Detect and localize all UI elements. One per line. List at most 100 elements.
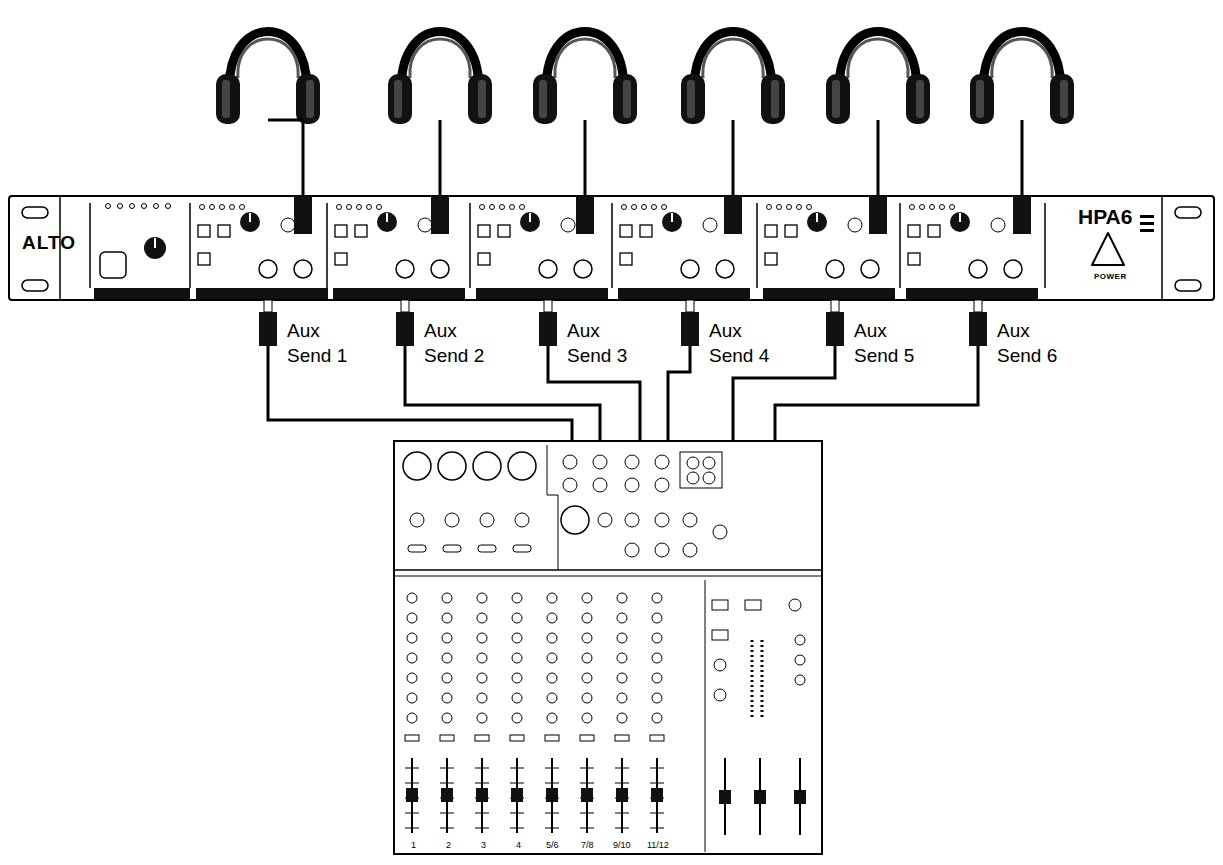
jack (683, 513, 697, 527)
knob (795, 675, 805, 685)
led (106, 204, 111, 209)
headphones (216, 32, 320, 125)
headphone-plug (724, 196, 742, 234)
jack (598, 513, 612, 527)
headphones (681, 32, 785, 125)
plug-shaft (831, 300, 839, 312)
led (166, 204, 171, 209)
led (154, 204, 159, 209)
aux-plug (259, 312, 277, 346)
panel-divider (395, 569, 821, 571)
aux-plug (826, 312, 844, 346)
knob (714, 659, 726, 671)
xlr-input (473, 452, 501, 480)
panel-divider (547, 445, 558, 570)
panel-print (1140, 222, 1154, 225)
section-divider (1044, 203, 1046, 288)
xlr-input (508, 452, 536, 480)
jack (593, 455, 607, 469)
cable-line (268, 301, 572, 440)
plug-shaft (401, 300, 409, 312)
channel-number: 4 (516, 841, 521, 851)
headphones (826, 32, 930, 125)
panel-print (1140, 215, 1154, 218)
xlr-input (438, 452, 466, 480)
jack (683, 543, 697, 557)
line-input (445, 513, 459, 527)
headphone-plug (431, 196, 449, 234)
channel-number: 5/6 (546, 841, 559, 851)
cable-label: Aux Send 3 (567, 318, 637, 368)
aux-plug (396, 312, 414, 346)
headphone-plug (294, 196, 312, 234)
jack (563, 478, 577, 492)
jack (655, 455, 669, 469)
mixer-strip (615, 593, 629, 833)
channel-number: 11/12 (647, 841, 669, 851)
line-input (515, 513, 529, 527)
led (142, 204, 147, 209)
knob (789, 599, 801, 611)
jack (563, 455, 577, 469)
knob-pointer (154, 238, 156, 248)
channel-number: 1 (411, 841, 416, 851)
knob (714, 689, 726, 701)
cable-label: Aux Send 6 (997, 318, 1067, 368)
aux-plug (539, 312, 557, 346)
power-button (1092, 233, 1124, 265)
headphone-cable (1021, 120, 1024, 198)
jack (655, 478, 669, 492)
brand-logo: ALTO (22, 233, 76, 254)
cable-label: Aux Send 5 (854, 318, 924, 368)
headphone-cable (877, 120, 880, 198)
jack (703, 457, 715, 469)
panel-print (1140, 229, 1154, 232)
jack (625, 455, 639, 469)
direct-in-jack (100, 252, 126, 278)
fader-cap (754, 790, 766, 804)
channel-number: 3 (481, 841, 486, 851)
jack (713, 525, 727, 539)
headphone-cable (732, 120, 735, 198)
mixer-console: 12345/67/89/1011/12 (393, 440, 823, 855)
button (712, 630, 728, 640)
rack-ear-slot (1175, 207, 1201, 218)
headphone-amp-rack: ALTOHPA6POWER (8, 195, 1215, 301)
panel-divider (395, 576, 821, 577)
plug-shaft (264, 300, 272, 312)
aux-send-cable (733, 301, 835, 440)
jack (625, 478, 639, 492)
mixer-strip (510, 593, 524, 833)
cable-label: Aux Send 4 (709, 318, 779, 368)
model-name: HPA6 (1078, 205, 1132, 228)
level-meter (751, 640, 754, 720)
cable-label: Aux Send 1 (287, 318, 357, 368)
knob (795, 635, 805, 645)
headphone-plug (1013, 196, 1031, 234)
aux-plug (681, 312, 699, 346)
headphones (388, 32, 492, 125)
mixer-strip (405, 593, 419, 833)
headphone-cable (302, 120, 305, 198)
aux-send-cable (268, 301, 572, 440)
jack (625, 543, 639, 557)
knob (795, 655, 805, 665)
headphones (970, 32, 1074, 125)
xlr-input (403, 452, 431, 480)
rack-ear-slot (1175, 280, 1201, 291)
led (118, 204, 123, 209)
cable-line (548, 301, 640, 440)
aux-send-cable (775, 301, 978, 440)
headphone-plug (869, 196, 887, 234)
insert-jack (513, 545, 531, 552)
rack-ear-edge (1161, 197, 1163, 299)
cable-label: Aux Send 2 (424, 318, 494, 368)
jack (655, 543, 669, 557)
headphones (533, 32, 637, 125)
input-gain-knob (144, 237, 166, 259)
jack (687, 472, 699, 484)
